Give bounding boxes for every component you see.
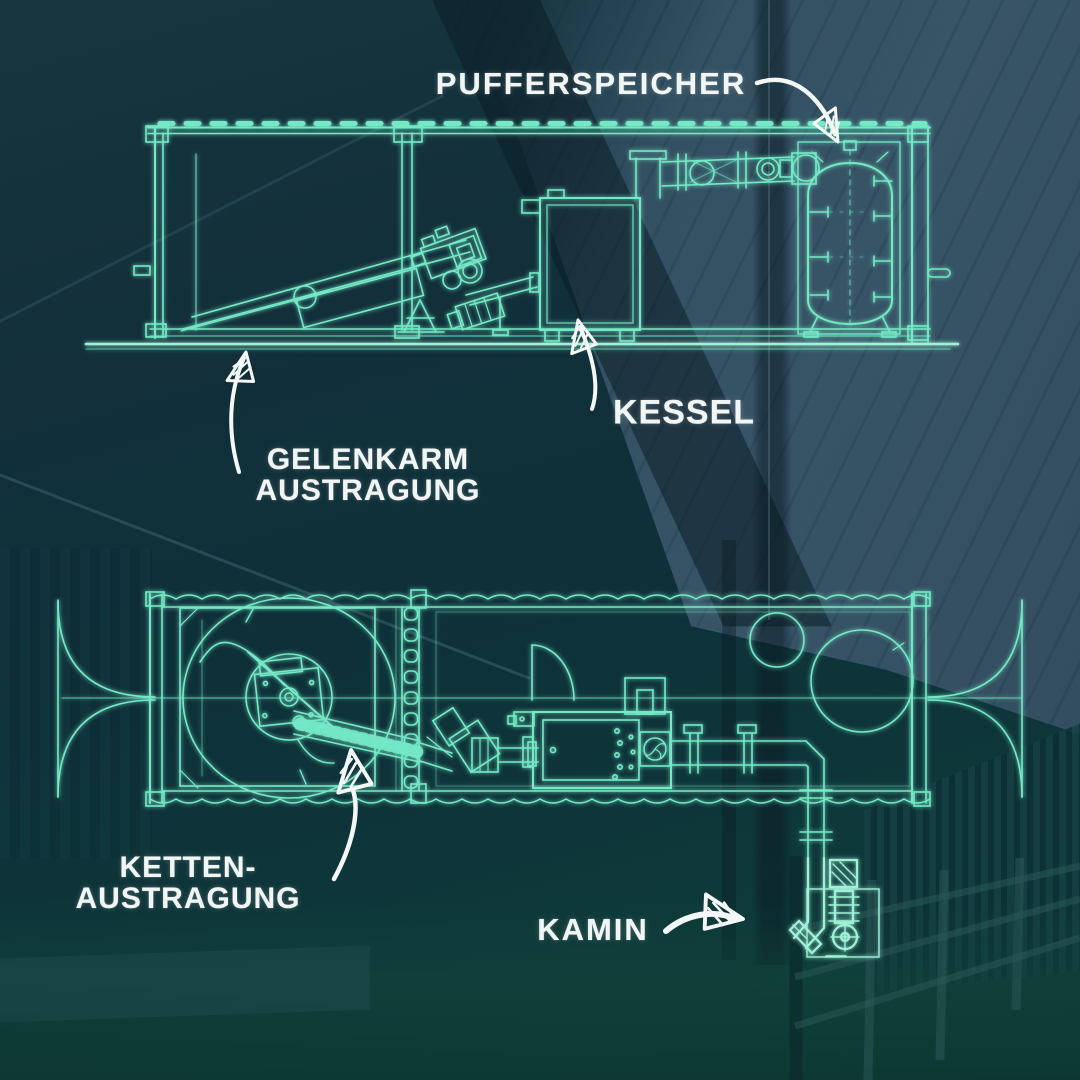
ketten-arrow-icon	[331, 746, 375, 882]
label-pufferspeicher: PUFFERSPEICHER	[435, 65, 747, 101]
label-ketten-line2: AUSTRAGUNG	[75, 882, 301, 915]
label-kessel: KESSEL	[613, 395, 755, 430]
label-kessel-text: KESSEL	[612, 393, 756, 432]
label-gelenkarm-line1: GELENKARM	[266, 442, 470, 476]
gelenkarm-arrow-icon	[225, 347, 262, 474]
post-photo	[722, 540, 736, 960]
kessel-drawing	[521, 150, 667, 342]
label-ketten-line1: KETTEN-	[119, 850, 257, 884]
pufferspeicher-drawing	[797, 140, 901, 338]
label-gelenkarm-line2: AUSTRAGUNG	[255, 474, 481, 507]
ground-line	[84, 342, 960, 350]
kamin-arrow-icon	[663, 892, 749, 939]
label-arrows	[225, 77, 851, 939]
gelenkarm-austragung-drawing	[180, 225, 540, 336]
kessel-arrow-icon	[564, 316, 599, 411]
door-swing-arcs	[57, 599, 1023, 798]
container-frame-plan	[61, 589, 1023, 807]
plan-view-drawing	[57, 589, 1023, 958]
plan-circles	[749, 612, 914, 733]
label-pufferspeicher-text: PUFFERSPEICHER	[435, 65, 747, 101]
pufferspeicher-arrow-icon	[754, 77, 851, 150]
label-ketten-austragung: KETTEN- AUSTRAGUNG	[76, 852, 301, 914]
downpipe-highlight	[768, 0, 770, 620]
flue-pipe-drawing	[661, 151, 820, 191]
kamin-base-drawing	[788, 856, 880, 958]
fence-photo	[789, 856, 1080, 1080]
kamin-drawing	[670, 724, 833, 859]
downpipe-photo	[752, 0, 792, 965]
kessel-plan-drawing	[532, 677, 672, 789]
side-view-drawing	[84, 121, 960, 350]
label-kamin-text: KAMIN	[537, 911, 649, 947]
label-gelenkarm-austragung: GELENKARM AUSTRAGUNG	[256, 444, 481, 506]
label-kamin: KAMIN	[537, 911, 649, 947]
